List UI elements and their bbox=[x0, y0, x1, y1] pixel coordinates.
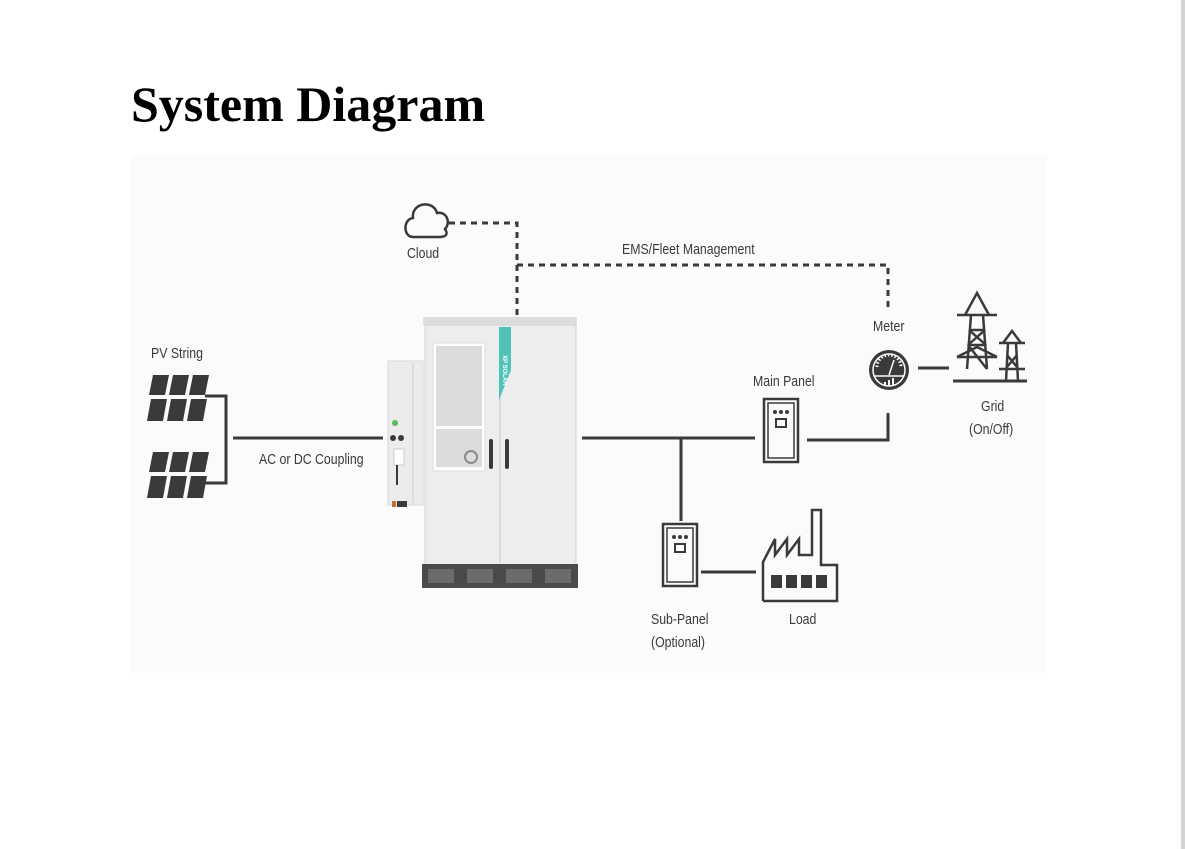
scrollbar[interactable] bbox=[1181, 0, 1185, 849]
meter-label: Meter bbox=[873, 318, 905, 335]
cloud-link-line bbox=[449, 221, 519, 315]
door-handle-left bbox=[489, 439, 493, 469]
pv-string-icon bbox=[147, 375, 209, 498]
pv-string-label: PV String bbox=[151, 345, 203, 362]
sub-panel-label: Sub-Panel bbox=[651, 611, 709, 628]
coupling-label: AC or DC Coupling bbox=[259, 451, 364, 468]
battery-cabinet: XP SOLAR bbox=[422, 317, 578, 588]
system-diagram: XP SOLAR bbox=[131, 155, 1047, 673]
brand-stripe bbox=[499, 327, 511, 400]
main-panel-label: Main Panel bbox=[753, 373, 815, 390]
cloud-label: Cloud bbox=[407, 245, 440, 262]
grid-tower-icon bbox=[953, 290, 1027, 383]
diagram-canvas: XP SOLAR bbox=[147, 203, 1027, 603]
power-lines bbox=[205, 366, 949, 574]
load-factory-icon bbox=[761, 508, 839, 603]
load-factory-windows bbox=[771, 575, 827, 588]
brand-text: XP SOLAR bbox=[501, 355, 507, 386]
page-title: System Diagram bbox=[131, 76, 486, 132]
main-panel-icon bbox=[762, 397, 800, 464]
sub-panel-optional-label: (Optional) bbox=[651, 634, 706, 651]
cloud-icon bbox=[404, 203, 449, 239]
main-meter-line bbox=[807, 413, 890, 442]
ems-dashed-lines bbox=[449, 221, 890, 315]
ems-label: EMS/Fleet Management bbox=[622, 241, 755, 258]
sub-panel-icon bbox=[661, 522, 699, 588]
inverter-box bbox=[387, 360, 424, 507]
ems-link-line bbox=[517, 263, 890, 310]
door-handle-right bbox=[505, 439, 509, 469]
load-label: Load bbox=[789, 611, 817, 628]
meter-icon bbox=[869, 350, 909, 390]
pv-combiner-line bbox=[205, 394, 228, 485]
grid-label: Grid bbox=[981, 398, 1005, 415]
grid-status-label: (On/Off) bbox=[969, 421, 1014, 438]
